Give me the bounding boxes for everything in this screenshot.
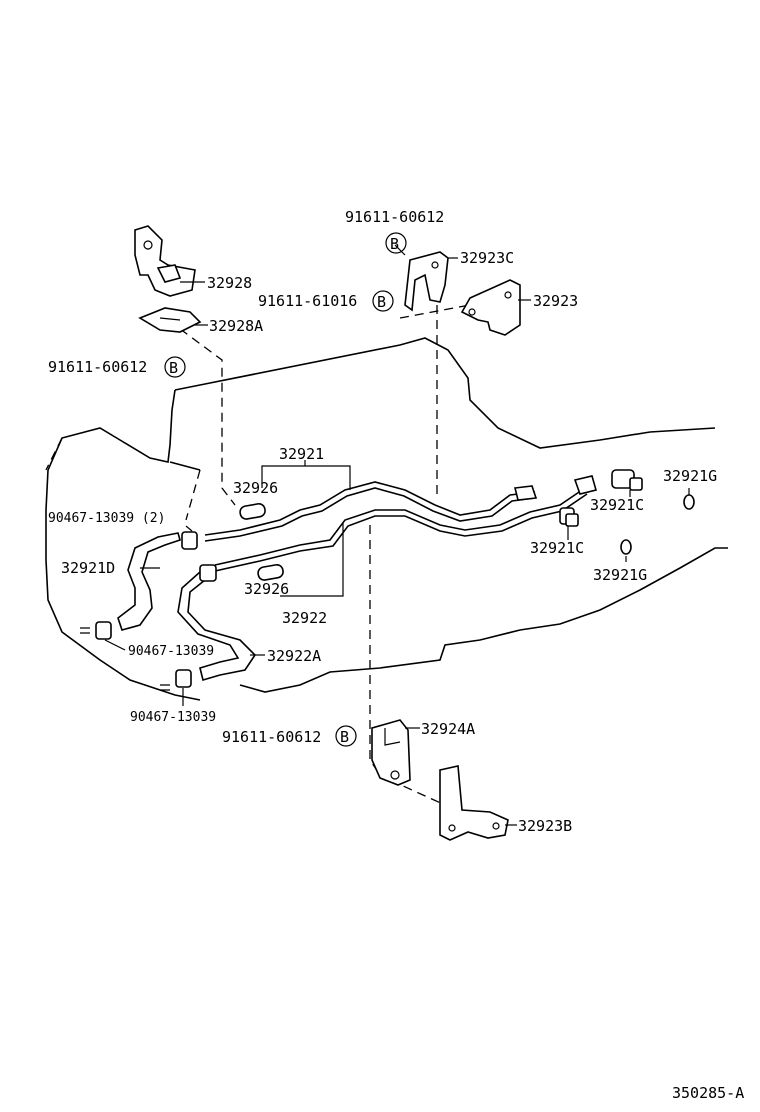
label-32921C-a: 32921C bbox=[590, 496, 644, 514]
label-32928: 32928 bbox=[207, 274, 252, 292]
label-32926-a: 32926 bbox=[233, 479, 278, 497]
clamp-hose-top[interactable] bbox=[199, 564, 217, 582]
oring-32921G-a[interactable] bbox=[683, 494, 695, 510]
label-bolt-mid: 91611-61016 bbox=[258, 292, 357, 310]
bracket-32928[interactable] bbox=[134, 225, 196, 297]
label-clamp-mid: 90467-13039 bbox=[128, 644, 214, 659]
marker-b-mid-text: B bbox=[377, 293, 386, 311]
figure-id: 350285-A bbox=[672, 1084, 744, 1102]
clamp-middle[interactable] bbox=[80, 621, 112, 640]
leader-lines bbox=[104, 244, 690, 826]
union-32921C-a[interactable] bbox=[611, 469, 643, 491]
grommet-32926-b[interactable] bbox=[257, 563, 284, 581]
label-32923C: 32923C bbox=[460, 249, 514, 267]
label-32921C-b: 32921C bbox=[530, 539, 584, 557]
marker-b-top: B bbox=[385, 232, 407, 254]
label-32922A: 32922A bbox=[267, 647, 321, 665]
marker-b-top-text: B bbox=[390, 235, 399, 253]
clamp-bottom[interactable] bbox=[160, 669, 192, 691]
label-32921G-a: 32921G bbox=[663, 467, 717, 485]
label-32928A: 32928A bbox=[209, 317, 263, 335]
hose-32922A[interactable] bbox=[177, 570, 257, 682]
bracket-32923B[interactable] bbox=[439, 765, 509, 841]
marker-b-bottom-text: B bbox=[340, 728, 349, 746]
bracket-32923C[interactable] bbox=[404, 251, 449, 312]
marker-b-bottom: B bbox=[335, 725, 357, 747]
marker-b-left: B bbox=[164, 356, 186, 378]
label-32924A: 32924A bbox=[421, 720, 475, 738]
bracket-32928A[interactable] bbox=[138, 307, 202, 333]
label-bolt-left: 91611-60612 bbox=[48, 358, 147, 376]
label-32926-b: 32926 bbox=[244, 580, 289, 598]
label-32923B: 32923B bbox=[518, 817, 572, 835]
label-32921: 32921 bbox=[279, 445, 324, 463]
label-32921G-b: 32921G bbox=[593, 566, 647, 584]
label-bolt-bottom: 91611-60612 bbox=[222, 728, 321, 746]
marker-b-left-text: B bbox=[169, 359, 178, 377]
marker-b-mid: B bbox=[372, 290, 394, 312]
label-clamp-bot: 90467-13039 bbox=[130, 710, 216, 725]
label-32922: 32922 bbox=[282, 609, 327, 627]
bracket-32924A[interactable] bbox=[371, 719, 411, 786]
transmission-outline bbox=[45, 337, 728, 701]
label-32923: 32923 bbox=[533, 292, 578, 310]
label-clamp-2: 90467-13039 (2) bbox=[48, 511, 165, 526]
label-32921D: 32921D bbox=[61, 559, 115, 577]
hose-32921D[interactable] bbox=[117, 532, 181, 631]
clamp-upper[interactable] bbox=[181, 525, 198, 550]
oring-32921G-b[interactable] bbox=[620, 539, 632, 555]
pipe-32922[interactable] bbox=[214, 475, 597, 572]
pipe-32921[interactable] bbox=[204, 481, 538, 542]
bracket-32923[interactable] bbox=[460, 279, 521, 336]
union-32921C-b[interactable] bbox=[559, 507, 579, 527]
grommet-32926-a[interactable] bbox=[239, 502, 266, 520]
label-bolt-top: 91611-60612 bbox=[345, 208, 444, 226]
